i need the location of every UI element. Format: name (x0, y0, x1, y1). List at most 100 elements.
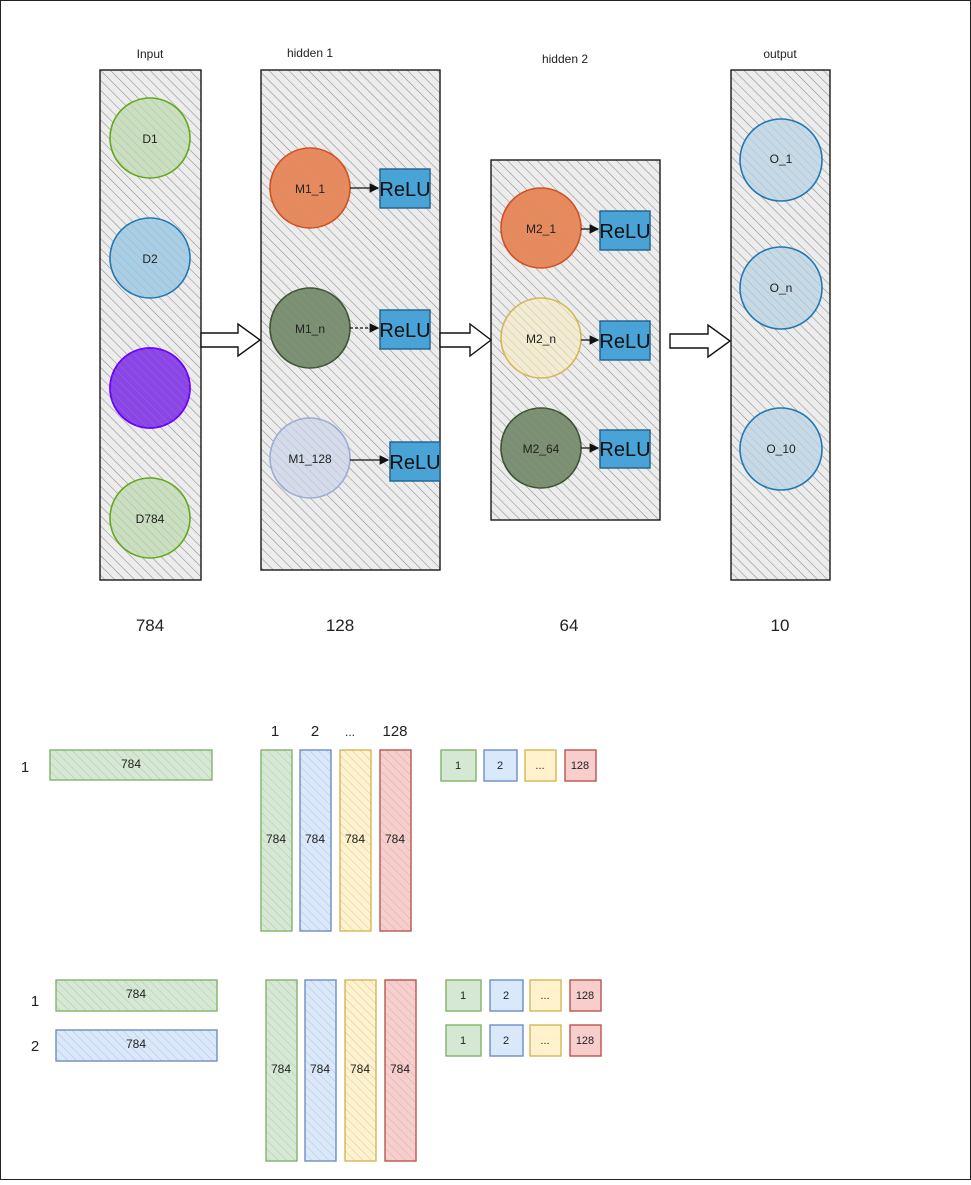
hidden2-nodes: M2_1 ReLU M2_n ReLU M2_64 ReLU (500, 187, 651, 489)
layer-size-label: 64 (560, 616, 579, 635)
output-cell-label: 2 (497, 760, 503, 772)
matmul-example-1: 1 784 1 2 ... 128 784 784 784 784 (21, 723, 597, 932)
output-cell-label: 1 (460, 990, 466, 1002)
output-nodes: O_1 O_n O_10 (739, 118, 823, 491)
weight-column: 784 (384, 979, 417, 1162)
layer-title: Input (137, 47, 164, 61)
layer-size-label: 784 (136, 616, 164, 635)
arrow-hidden2-to-output (669, 323, 732, 359)
output-cell-label: 2 (503, 1035, 509, 1047)
node-label: D2 (142, 252, 158, 266)
output-cell-label: 128 (576, 990, 594, 1002)
node-d784: D784 (109, 477, 191, 559)
node-label: O_10 (766, 442, 796, 456)
relu-label: ReLU (599, 439, 650, 461)
weight-column: 784 (260, 749, 293, 932)
relu-label: ReLU (599, 331, 650, 353)
weight-column: 784 (344, 979, 377, 1162)
relu-box (599, 210, 651, 251)
column-header: ... (345, 725, 355, 739)
output-cell (524, 749, 557, 782)
node-purple (109, 347, 191, 429)
row-label: 2 (31, 1038, 39, 1055)
vector-label: 784 (121, 757, 141, 771)
node-label: D1 (142, 132, 158, 146)
output-cell (489, 979, 524, 1012)
column-label: 784 (390, 1062, 410, 1076)
node-m1-1: M1_1 ReLU (269, 147, 431, 229)
node-label: M1_n (295, 322, 325, 336)
output-cell-label: 1 (460, 1035, 466, 1047)
output-cell-label: 128 (571, 760, 589, 772)
output-cell (564, 749, 597, 782)
node-label: O_1 (770, 152, 793, 166)
relu-label: ReLU (379, 320, 430, 342)
column-label: 784 (385, 832, 405, 846)
arrow-input-to-hidden1 (200, 322, 262, 358)
node-m1-n: M1_n ReLU (269, 287, 431, 369)
relu-label: ReLU (599, 221, 650, 243)
node-label: M2_n (526, 332, 556, 346)
node-m2-64: M2_64 ReLU (500, 407, 651, 489)
vector-label: 784 (126, 987, 146, 1001)
hidden1-nodes: M1_1 ReLU M1_n ReLU M1_128 ReLU (269, 147, 441, 499)
node-o-10: O_10 (739, 407, 823, 491)
node-label: M2_1 (526, 222, 556, 236)
weight-column: 784 (379, 749, 412, 932)
input-row-vector: 784 (49, 749, 213, 781)
relu-box (379, 309, 431, 350)
column-label: 784 (271, 1062, 291, 1076)
output-cell (489, 1024, 524, 1057)
relu-box (599, 429, 651, 469)
layer-size-label: 10 (771, 616, 790, 635)
node-label: M1_128 (288, 452, 332, 466)
column-header: 128 (382, 723, 407, 740)
node-label: M2_64 (523, 442, 560, 456)
layer-title: hidden 2 (542, 52, 588, 66)
output-cell-label: 1 (455, 760, 461, 772)
output-cell (445, 979, 482, 1012)
relu-box (599, 320, 651, 361)
column-label: 784 (266, 832, 286, 846)
output-cell-label: ... (535, 760, 544, 772)
column-header: 1 (271, 723, 279, 740)
relu-label: ReLU (379, 179, 430, 201)
output-cells: 1 2 ... 128 (440, 749, 597, 782)
vector-label: 784 (126, 1037, 146, 1051)
weight-column: 784 (304, 979, 337, 1162)
weight-column: 784 (265, 979, 298, 1162)
layer-title: hidden 1 (287, 46, 333, 60)
output-cells-row-2: 1 2 ... 128 (445, 1024, 602, 1057)
output-cell-label: ... (540, 1035, 549, 1047)
relu-box (379, 168, 431, 209)
node-m2-n: M2_n ReLU (500, 297, 651, 379)
row-label: 1 (31, 993, 39, 1010)
column-label: 784 (305, 832, 325, 846)
node-m2-1: M2_1 ReLU (500, 187, 651, 269)
node-d1: D1 (109, 97, 191, 179)
node-d2: D2 (109, 217, 191, 299)
row-label: 1 (21, 759, 29, 776)
layer-size-label: 128 (326, 616, 354, 635)
node-label: M1_1 (295, 182, 325, 196)
column-header: 2 (311, 723, 319, 740)
output-cell-label: 2 (503, 990, 509, 1002)
output-cell-label: ... (540, 990, 549, 1002)
node-label: O_n (770, 281, 793, 295)
column-label: 784 (310, 1062, 330, 1076)
node-label: D784 (136, 512, 165, 526)
output-cell (440, 749, 477, 782)
output-cell (445, 1024, 482, 1057)
matmul-example-2: 1 2 784 784 784 784 784 (31, 979, 602, 1162)
arrow-hidden1-to-hidden2 (439, 322, 493, 358)
output-cell (529, 979, 562, 1012)
output-cell (483, 749, 518, 782)
layer-arrows (200, 322, 732, 359)
layer-title: output (763, 47, 797, 61)
input-nodes: D1 D2 D784 (109, 97, 191, 559)
column-label: 784 (345, 832, 365, 846)
node-m1-128: M1_128 ReLU (269, 417, 441, 499)
input-row-vector: 784 (55, 1029, 218, 1062)
